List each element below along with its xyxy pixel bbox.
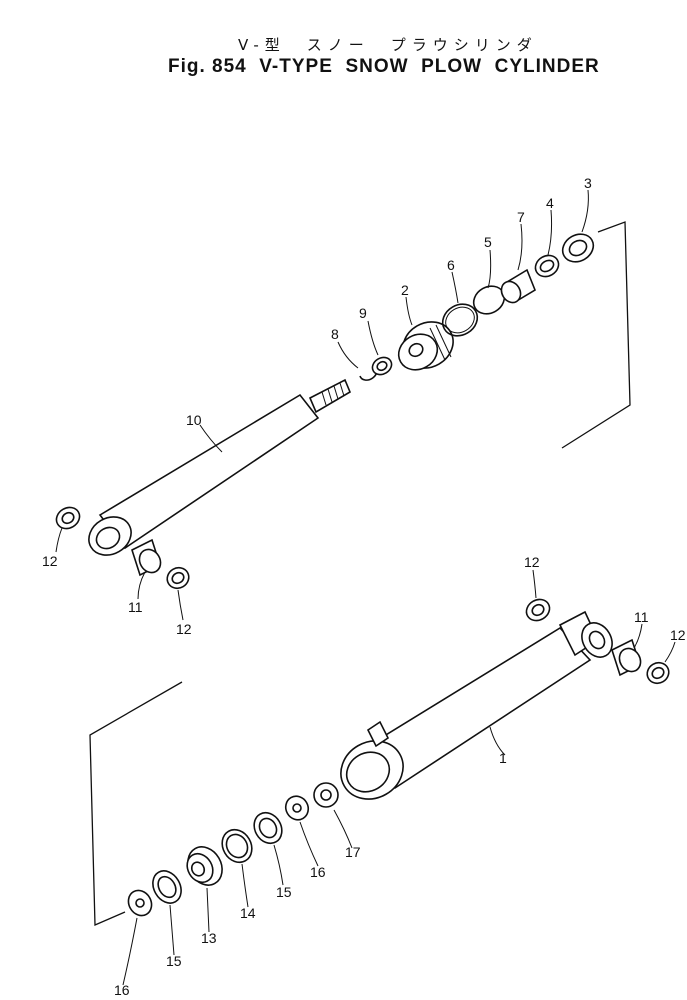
seal-12-left (55, 506, 81, 530)
callout-5: 5 (484, 234, 492, 250)
piston-rod (88, 378, 352, 556)
upper-group-bracket (561, 221, 631, 449)
bushing-11-rod (131, 538, 162, 577)
figure-title-japanese: V-型 スノー プラウシリンダ (238, 36, 538, 54)
callout-15-b: 15 (166, 953, 182, 969)
callout-4: 4 (546, 195, 554, 211)
callout-numbers: 3 4 7 5 6 2 9 8 10 12 11 12 12 11 12 1 1… (42, 175, 686, 998)
callout-15-a: 15 (276, 884, 292, 900)
callout-12-b: 12 (176, 621, 192, 637)
cylinder-head-gland (397, 321, 454, 371)
callout-14: 14 (240, 905, 256, 921)
wear-ring-15-lower (152, 870, 182, 904)
seal-12-rod (166, 566, 190, 590)
callout-16-b: 16 (114, 982, 130, 998)
callout-12-a: 12 (42, 553, 58, 569)
nut-17 (313, 782, 339, 808)
callout-11-a: 11 (128, 599, 143, 615)
lower-group-bracket (89, 681, 183, 926)
leader-lines (55, 189, 676, 986)
seal-12-tube-right (646, 661, 670, 685)
washer-16-upper (284, 795, 310, 821)
seal-12-tube-top (525, 598, 551, 622)
piston-seal-14 (221, 828, 253, 864)
cylinder-tube (340, 610, 613, 800)
callout-10: 10 (186, 412, 202, 428)
callout-17: 17 (345, 844, 361, 860)
callout-12-d: 12 (670, 627, 686, 643)
wear-ring-15-upper (253, 811, 283, 845)
callout-8: 8 (331, 326, 339, 342)
piston-13 (186, 846, 223, 886)
callout-11-b: 11 (634, 609, 649, 625)
figure-title: Fig. 854 V-TYPE SNOW PLOW CYLINDER (168, 56, 600, 77)
ring-9 (371, 356, 393, 376)
bushing-11-tube (611, 638, 642, 677)
callout-9: 9 (359, 305, 367, 321)
callout-1: 1 (499, 750, 507, 766)
callout-12-c: 12 (524, 554, 540, 570)
washer-16-lower (127, 889, 153, 917)
o-ring-6 (441, 303, 479, 337)
seal-4 (534, 254, 560, 278)
callout-13: 13 (201, 930, 217, 946)
callout-6: 6 (447, 257, 455, 273)
dust-seal-3 (561, 233, 595, 263)
bushing-7 (500, 268, 536, 304)
callout-2: 2 (401, 282, 409, 298)
callout-7: 7 (517, 209, 525, 225)
callout-16-a: 16 (310, 864, 326, 880)
callout-3: 3 (584, 175, 592, 191)
